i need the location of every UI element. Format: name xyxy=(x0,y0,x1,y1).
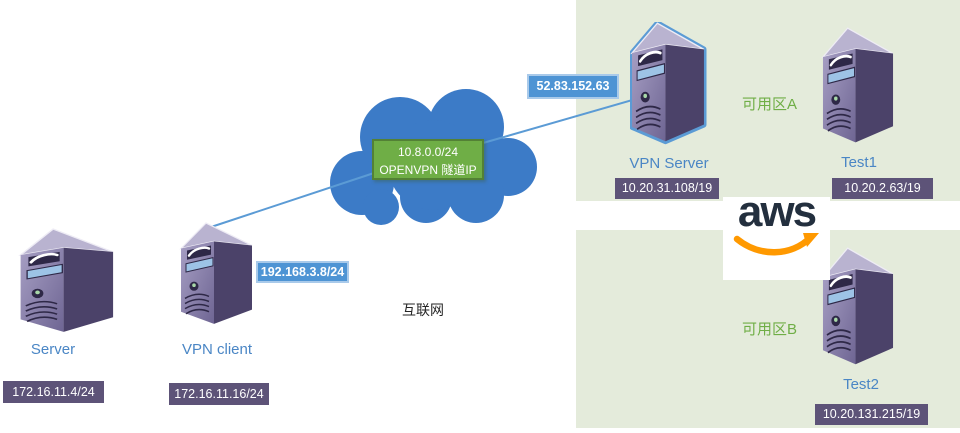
zone-b-label: 可用区B xyxy=(742,321,798,338)
vpn-client-tower-icon xyxy=(179,222,254,326)
test1-name-label: Test1 xyxy=(841,154,877,171)
vpn-server-name-label: VPN Server xyxy=(629,155,709,172)
test2-tower-icon xyxy=(821,247,895,366)
server-tower-icon xyxy=(19,228,115,334)
test1-tower-icon xyxy=(821,27,895,144)
openvpn-tunnel-ip-label: 10.8.0.0/24 OPENVPN 隧道IP xyxy=(372,139,484,180)
test2-ip-label: 10.20.131.215/19 xyxy=(815,404,928,425)
server-ip-label: 172.16.11.4/24 xyxy=(3,381,104,403)
test2-name-label: Test2 xyxy=(843,376,879,393)
tunnel-ip-caption: OPENVPN 隧道IP xyxy=(379,163,477,177)
aws-smile-icon xyxy=(733,232,819,256)
server-name-label: Server xyxy=(30,341,76,358)
aws-logo: aws xyxy=(723,190,830,280)
aws-logo-text: aws xyxy=(737,187,817,236)
test1-ip-label: 10.20.2.63/19 xyxy=(832,178,933,199)
vpn-server-public-ip-label: 52.83.152.63 xyxy=(527,74,619,99)
vpn-server-tower-icon xyxy=(630,22,706,143)
zone-a-label: 可用区A xyxy=(742,96,798,113)
vpn-server-ip-label: 10.20.31.108/19 xyxy=(615,178,719,199)
vpn-client-name-label: VPN client xyxy=(181,341,253,358)
internet-label: 互联网 xyxy=(402,302,444,318)
tunnel-ip-subnet: 10.8.0.0/24 xyxy=(397,145,459,159)
vpn-client-ip-label: 172.16.11.16/24 xyxy=(169,383,269,405)
vpn-client-nat-ip-label: 192.168.3.8/24 xyxy=(256,261,349,283)
